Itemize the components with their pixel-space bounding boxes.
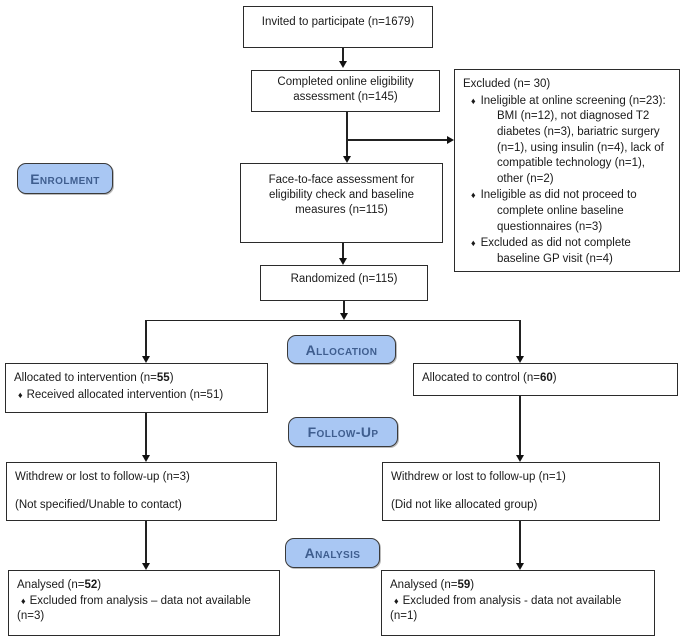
stage-label-allocation: Allocation [287, 335, 396, 364]
withdrew-intervention-box: Withdrew or lost to follow-up (n=3) (Not… [6, 462, 277, 521]
analysed-intervention-title: Analysed (n=52) [17, 579, 102, 591]
stage-label-enrolment-text: Enrolment [30, 170, 100, 187]
intervention-n: 55 [156, 372, 170, 384]
excluded-bullet-2: ♦ Ineligible as did not proceed to comple… [463, 188, 671, 235]
connector-invited-eligibility [342, 48, 344, 62]
arrowhead-down-icon [339, 313, 348, 320]
eligibility-box: Completed online eligibility assessment … [251, 70, 440, 112]
withdrew-control-line1: Withdrew or lost to follow-up (n=1) [391, 471, 566, 483]
control-n: 60 [539, 372, 553, 384]
connector-eligibility-face [346, 112, 348, 156]
allocated-intervention-bullet: ♦Received allocated intervention (n=51) [14, 388, 259, 403]
excluded-title: Excluded (n= 30) [463, 78, 551, 90]
withdrew-intervention-line2: (Not specified/Unable to contact) [15, 498, 182, 511]
bullet-icon: ♦ [471, 238, 476, 249]
arrowhead-right-icon [447, 135, 454, 144]
excluded-bullet-3-text: Excluded as did not complete baseline GP… [480, 237, 631, 265]
arrowhead-down-icon [515, 563, 524, 570]
analysed-intervention-tail: (n=3) [17, 609, 45, 622]
analysed-intervention-box: Analysed (n=52) ♦Excluded from analysis … [8, 570, 280, 636]
randomized-box: Randomized (n=115) [260, 265, 428, 301]
stage-label-analysis-text: Analysis [304, 545, 361, 561]
arrowhead-down-icon [515, 356, 524, 363]
arrowhead-down-icon [338, 61, 347, 68]
bullet-icon: ♦ [471, 190, 476, 201]
excluded-box: Excluded (n= 30) ♦ Ineligible at online s… [454, 69, 680, 272]
connector-face-randomized [342, 243, 344, 258]
excluded-bullet-1-text: Ineligible at online screening (n=23): B… [480, 94, 666, 185]
withdrew-control-line2: (Did not like allocated group) [391, 498, 538, 511]
withdrew-control-box: Withdrew or lost to follow-up (n=1) (Did… [382, 462, 660, 521]
arrowhead-down-icon [342, 156, 351, 163]
connector-withdrew-analysed-right [519, 521, 521, 563]
face-to-face-text: Face-to-face assessment for eligibility … [268, 174, 415, 216]
connector-split-control [519, 320, 521, 356]
analysed-control-title: Analysed (n=59) [390, 579, 475, 591]
stage-label-follow-up: Follow-Up [288, 417, 398, 447]
allocated-control-box: Allocated to control (n=60) [413, 363, 678, 396]
analysed-intervention-n: 52 [84, 579, 98, 591]
withdrew-intervention-line1: Withdrew or lost to follow-up (n=3) [15, 471, 190, 483]
connector-randomized-split [343, 301, 345, 313]
bullet-icon: ♦ [394, 595, 399, 606]
eligibility-text: Completed online eligibility assessment … [277, 76, 414, 103]
connector-split-intervention [145, 320, 147, 356]
connector-withdrew-analysed-left [145, 521, 147, 563]
stage-label-follow-up-text: Follow-Up [307, 424, 379, 440]
excluded-bullet-2-text: Ineligible as did not proceed to complet… [480, 189, 637, 233]
bullet-icon: ♦ [21, 595, 26, 606]
analysed-intervention-bullet: ♦Excluded from analysis – data not avail… [17, 594, 271, 609]
arrowhead-down-icon [141, 356, 150, 363]
analysed-control-n: 59 [457, 579, 471, 591]
connector-branch-excluded [347, 139, 447, 141]
analysed-control-bullet: ♦Excluded from analysis - data not avail… [390, 594, 646, 609]
connector-intervention-withdrew [145, 413, 147, 455]
bullet-icon: ♦ [18, 389, 23, 400]
randomized-text: Randomized (n=115) [290, 273, 398, 285]
excluded-bullet-1: ♦ Ineligible at online screening (n=23): … [463, 94, 671, 188]
stage-label-analysis: Analysis [285, 538, 380, 568]
arrowhead-down-icon [515, 455, 524, 462]
arrowhead-down-icon [338, 258, 347, 265]
analysed-control-tail: (n=1) [390, 609, 418, 622]
invited-text: Invited to participate (n=1679) [261, 16, 415, 28]
face-to-face-box: Face-to-face assessment for eligibility … [240, 163, 443, 243]
stage-label-allocation-text: Allocation [305, 341, 378, 358]
excluded-bullet-3: ♦ Excluded as did not complete baseline G… [463, 236, 671, 267]
allocated-control-title: Allocated to control (n=60) [422, 372, 557, 384]
connector-control-withdrew [519, 396, 521, 455]
bullet-icon: ♦ [471, 95, 476, 106]
analysed-control-box: Analysed (n=59) ♦Excluded from analysis … [381, 570, 655, 636]
arrowhead-down-icon [141, 563, 150, 570]
allocated-intervention-title: Allocated to intervention (n=55) [14, 372, 174, 384]
arrowhead-down-icon [141, 455, 150, 462]
stage-label-enrolment: Enrolment [17, 163, 113, 194]
connector-split-bar [146, 320, 520, 322]
allocated-intervention-box: Allocated to intervention (n=55) ♦Receiv… [5, 363, 268, 413]
invited-box: Invited to participate (n=1679) [243, 6, 433, 48]
